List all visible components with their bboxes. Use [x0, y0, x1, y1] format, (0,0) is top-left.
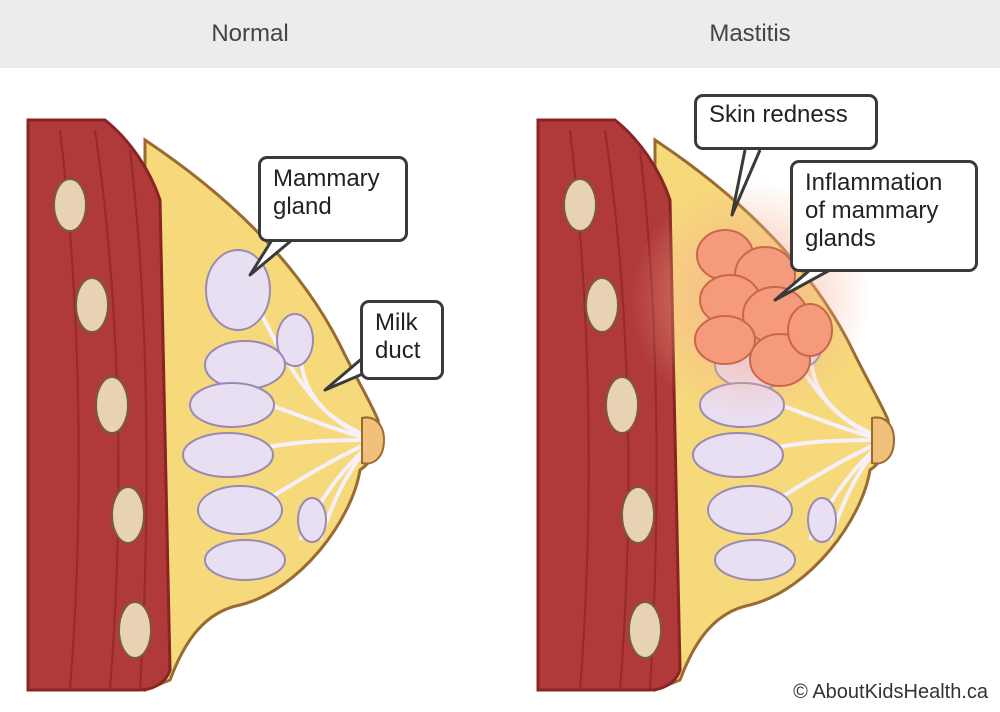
normal-panel-title: Normal: [211, 20, 289, 47]
inflamed-glands: [694, 229, 833, 387]
callout-pointers: [248, 149, 831, 392]
skin-redness-callout: Skin redness: [694, 94, 878, 150]
title-bar: [0, 0, 1000, 68]
mammary-gland-callout: Mammary gland: [258, 156, 408, 242]
mastitis-panel-title: Mastitis: [709, 20, 791, 47]
copyright-notice: © AboutKidsHealth.ca: [793, 681, 988, 703]
inflammation-callout: Inflammation of mammary glands: [790, 160, 978, 272]
milk-duct-callout: Milk duct: [360, 300, 444, 380]
